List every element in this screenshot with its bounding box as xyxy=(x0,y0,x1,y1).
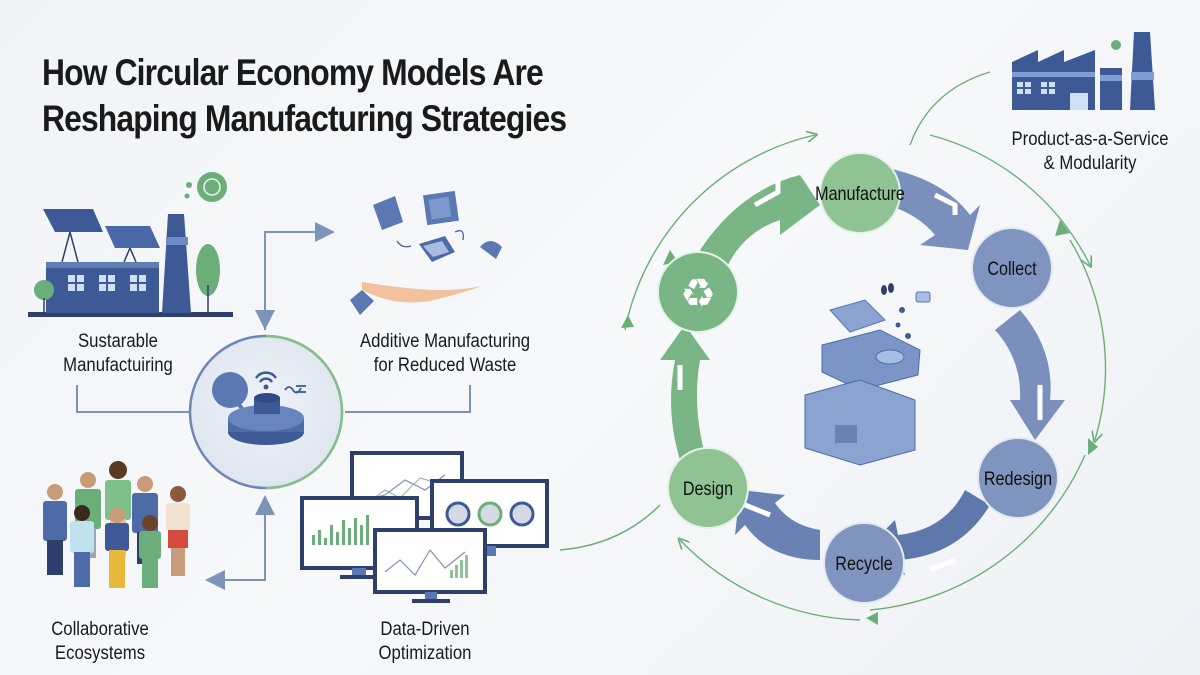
arc-chevrons xyxy=(677,175,1043,573)
connector-to-cycle xyxy=(559,504,661,551)
hand-3d-parts-icon xyxy=(350,190,502,315)
svg-text:♻: ♻ xyxy=(680,271,716,317)
outer-ring-arrows xyxy=(621,71,1107,625)
recycle-icon: ♻ xyxy=(657,251,739,333)
label-line: for Reduced Waste xyxy=(373,355,517,376)
label-data-driven-optimization: Data-Driven Optimization xyxy=(363,618,486,666)
label-line: Ecosystems xyxy=(54,643,146,664)
stage-collect[interactable]: Collect xyxy=(971,227,1053,309)
title-line-1: How Circular Economy Models Are xyxy=(42,52,544,93)
svg-text:Redesign: Redesign xyxy=(984,468,1052,490)
label-line: Sustarable xyxy=(78,331,158,352)
label-line: Manufactuiring xyxy=(63,355,173,376)
label-collaborative-ecosystems: Collaborative Ecosystems xyxy=(38,618,161,666)
label-line: Data-Driven xyxy=(380,619,470,640)
page-title: How Circular Economy Models Are Reshapin… xyxy=(42,50,567,142)
svg-text:Manufacture: Manufacture xyxy=(815,183,905,205)
label-product-as-a-service: Product-as-a-Service & Modularity xyxy=(1002,128,1178,176)
label-line: Collaborative xyxy=(51,619,149,640)
svg-text:Collect: Collect xyxy=(987,258,1036,280)
stage-manufacture[interactable]: Manufacture xyxy=(815,152,905,234)
label-additive-manufacturing: Additive Manufacturing for Reduced Waste xyxy=(344,330,546,378)
people-group-icon xyxy=(43,461,190,588)
stage-recycle[interactable]: Recycle xyxy=(823,522,905,604)
label-line: Optimization xyxy=(378,643,472,664)
stage-design[interactable]: Design xyxy=(667,447,749,529)
stage-redesign[interactable]: Redesign xyxy=(977,437,1059,519)
svg-text:Recycle: Recycle xyxy=(835,553,893,575)
title-line-2: Reshaping Manufacturing Strategies xyxy=(42,98,567,139)
exploded-product-icon xyxy=(804,283,931,466)
label-sustainable-manufacturing: Sustarable Manufactuiring xyxy=(48,330,189,378)
label-line: Product-as-a-Service xyxy=(1011,129,1169,150)
solar-factory-icon xyxy=(28,172,233,317)
iot-machine-icon xyxy=(188,334,344,490)
dashboard-monitors-icon xyxy=(300,451,549,603)
connectors xyxy=(76,222,471,590)
svg-text:Design: Design xyxy=(683,478,733,500)
label-line: Additive Manufacturing xyxy=(359,331,531,352)
label-line: & Modularity xyxy=(1043,153,1137,174)
factory-icon xyxy=(1012,32,1155,110)
